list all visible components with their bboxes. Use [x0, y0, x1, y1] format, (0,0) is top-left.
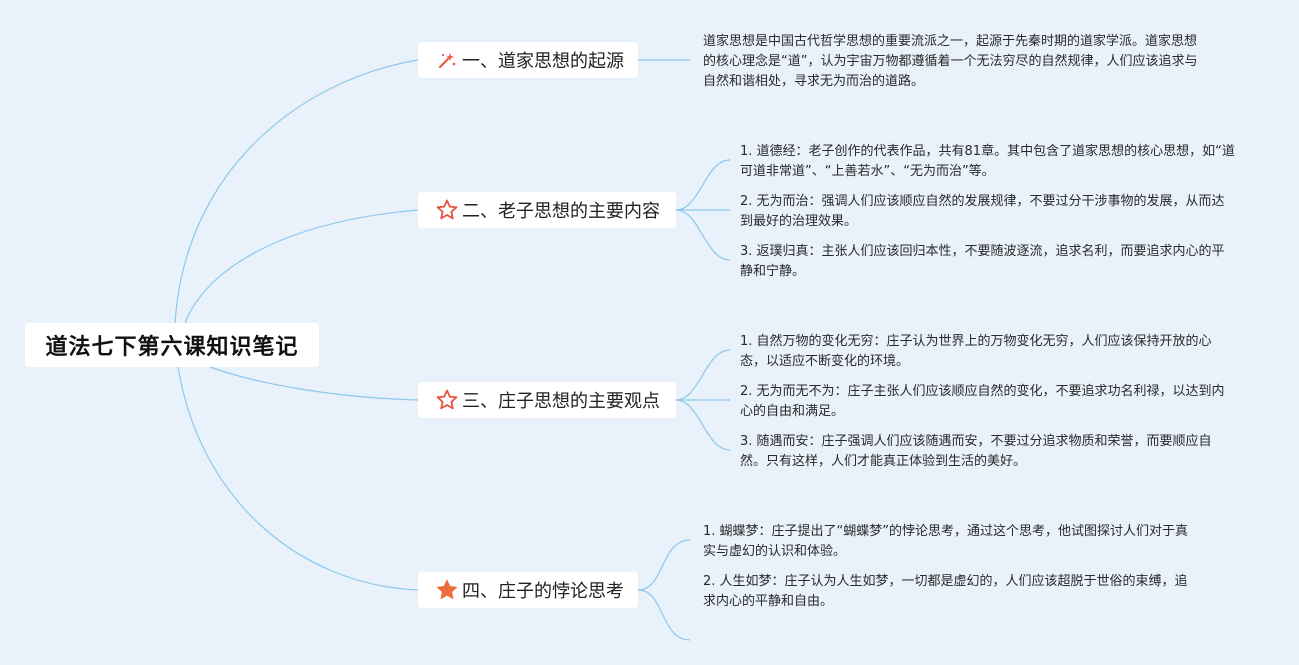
root-topic[interactable]: 道法七下第六课知识笔记: [25, 323, 319, 367]
star-outline-icon: [434, 197, 460, 223]
note-origin: 道家思想是中国古代哲学思想的重要流派之一，起源于先秦时期的道家学派。道家思想的核…: [703, 34, 1198, 89]
note-paradox-2: 2. 人生如梦：庄子认为人生如梦，一切都是虚幻的，人们应该超脱于世俗的束缚，追求…: [703, 574, 1188, 609]
branch-title: 一、道家思想的起源: [462, 51, 624, 72]
note-laozi-1: 1. 道德经：老子创作的代表作品，共有81章。其中包含了道家思想的核心思想，如“…: [740, 144, 1235, 179]
note-laozi-2: 2. 无为而治：强调人们应该顺应自然的发展规律，不要过分干涉事物的发展，从而达到…: [740, 194, 1225, 229]
note-zhuangzi-3: 3. 随遇而安：庄子强调人们应该随遇而安，不要过分追求物质和荣誉，而要顺应自然。…: [740, 434, 1212, 469]
branch-origin[interactable]: 一、道家思想的起源: [418, 42, 638, 78]
branch-title: 二、老子思想的主要内容: [462, 201, 660, 222]
branch-paradox[interactable]: 四、庄子的悖论思考: [418, 572, 638, 608]
branch-laozi[interactable]: 二、老子思想的主要内容: [418, 192, 676, 228]
note-laozi-3: 3. 返璞归真：主张人们应该回归本性，不要随波逐流，追求名利，而要追求内心的平静…: [740, 244, 1225, 279]
note-paradox-1: 1. 蝴蝶梦：庄子提出了“蝴蝶梦”的悖论思考，通过这个思考，他试图探讨人们对于真…: [703, 524, 1189, 559]
branch-title: 三、庄子思想的主要观点: [462, 391, 660, 412]
sparkle-wand-icon: [434, 47, 460, 73]
star-filled-icon: [434, 577, 460, 603]
star-outline-icon: [434, 387, 460, 413]
note-zhuangzi-1: 1. 自然万物的变化无穷：庄子认为世界上的万物变化无穷，人们应该保持开放的心态，…: [740, 334, 1212, 369]
note-zhuangzi-2: 2. 无为而无不为：庄子主张人们应该顺应自然的变化，不要追求功名利禄，以达到内心…: [740, 384, 1225, 419]
branch-title: 四、庄子的悖论思考: [462, 581, 624, 602]
branch-zhuangzi-views[interactable]: 三、庄子思想的主要观点: [418, 382, 676, 418]
